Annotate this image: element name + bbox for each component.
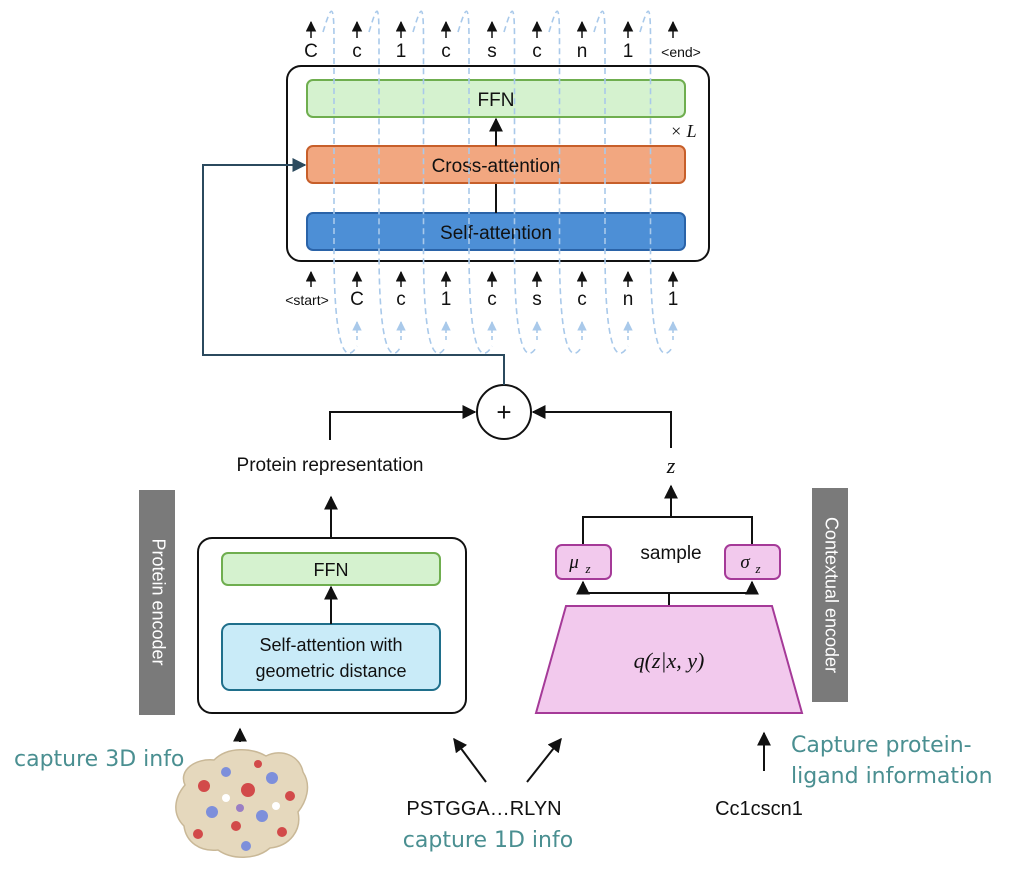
- protein-to-plus-arrow: [329, 405, 477, 440]
- decoder-block: FFN Cross-attention Self-attention × L: [286, 65, 710, 262]
- capture-1d-label: capture 1D info: [403, 828, 573, 853]
- input-token: C: [350, 289, 364, 310]
- sigma-label: σ: [740, 552, 750, 573]
- z-label: z: [666, 453, 676, 478]
- capture-ligand-line2: ligand information: [791, 764, 993, 789]
- sequence-to-protein-encoder-arrow: [453, 737, 487, 783]
- mu-subscript: z: [584, 561, 590, 576]
- posterior-trapezoid: [534, 605, 804, 714]
- protein-representation-label: Protein representation: [237, 455, 424, 476]
- autoregressive-loop: [322, 10, 358, 355]
- output-token: c: [352, 41, 362, 62]
- decoder-ffn-label: FFN: [478, 90, 515, 111]
- autoregressive-loops: [322, 10, 678, 355]
- contextual-encoder: Contextual encoder sample μ z σ z q(z|x,…: [534, 484, 848, 714]
- plus-symbol: +: [496, 397, 511, 427]
- geometric-attention-line2: geometric distance: [255, 661, 406, 681]
- autoregressive-loop: [548, 10, 583, 355]
- split-to-mu-arrow: [576, 580, 669, 595]
- inputs-section: capture 3D info PSTGGA…RLYN capture 1D i…: [14, 727, 993, 858]
- sequence-to-contextual-encoder-arrow: [526, 737, 562, 783]
- autoregressive-loop: [593, 10, 629, 355]
- output-token: s: [487, 41, 497, 62]
- capture-3d-label: capture 3D info: [14, 747, 184, 772]
- decoder-ffn-box: [306, 79, 686, 118]
- input-token: c: [396, 289, 406, 310]
- sigma-subscript: z: [754, 561, 760, 576]
- sequence-label: PSTGGA…RLYN: [406, 798, 561, 820]
- contextual-encoder-side-bar: [812, 488, 848, 702]
- self-attention-label: Self-attention: [440, 223, 552, 244]
- protein-encoder-side-label: Protein encoder: [148, 538, 168, 665]
- input-token: 1: [441, 289, 452, 310]
- output-token: 1: [623, 41, 634, 62]
- input-token: c: [487, 289, 497, 310]
- autoregressive-loop: [639, 10, 674, 355]
- contextual-encoder-side-label: Contextual encoder: [821, 517, 841, 673]
- output-token: c: [532, 41, 542, 62]
- protein-structure-image: [175, 749, 309, 858]
- protein-encoder-side-bar: [139, 490, 175, 715]
- ligand-label: Cc1cscn1: [715, 798, 803, 820]
- input-token: s: [532, 289, 542, 310]
- repeat-label: × L: [670, 121, 697, 141]
- protein-ffn-label: FFN: [314, 560, 349, 580]
- input-token: <start>: [285, 292, 329, 308]
- sample-label: sample: [640, 543, 701, 564]
- protein-encoder: Protein encoder FFN Self-attention with …: [139, 490, 467, 715]
- feedback-arrow: [202, 158, 505, 385]
- posterior-label: q(z|x, y): [634, 648, 705, 673]
- output-token: C: [304, 41, 318, 62]
- split-to-sigma-arrow: [669, 580, 759, 595]
- output-token: 1: [396, 41, 407, 62]
- input-token: n: [623, 289, 634, 310]
- input-token: c: [577, 289, 587, 310]
- output-token: <end>: [661, 44, 701, 60]
- capture-ligand-line1: Capture protein-: [791, 733, 972, 758]
- input-token: 1: [668, 289, 679, 310]
- sample-bracket: [582, 516, 753, 545]
- output-token: c: [441, 41, 451, 62]
- cross-attention-label: Cross-attention: [432, 156, 561, 177]
- geometric-attention-line1: Self-attention with: [259, 635, 402, 655]
- protein-ffn-box: [221, 552, 441, 586]
- output-token: n: [577, 41, 588, 62]
- autoregressive-loop: [368, 10, 402, 355]
- sigma-box: [724, 544, 781, 580]
- z-to-plus-arrow: [531, 405, 672, 448]
- mu-box: [555, 544, 612, 580]
- mu-label: μ: [568, 552, 579, 573]
- merge-section: + Protein representation z: [202, 158, 676, 478]
- autoregressive-loop: [457, 10, 493, 355]
- autoregressive-loop: [412, 10, 447, 355]
- autoregressive-loop: [503, 10, 538, 355]
